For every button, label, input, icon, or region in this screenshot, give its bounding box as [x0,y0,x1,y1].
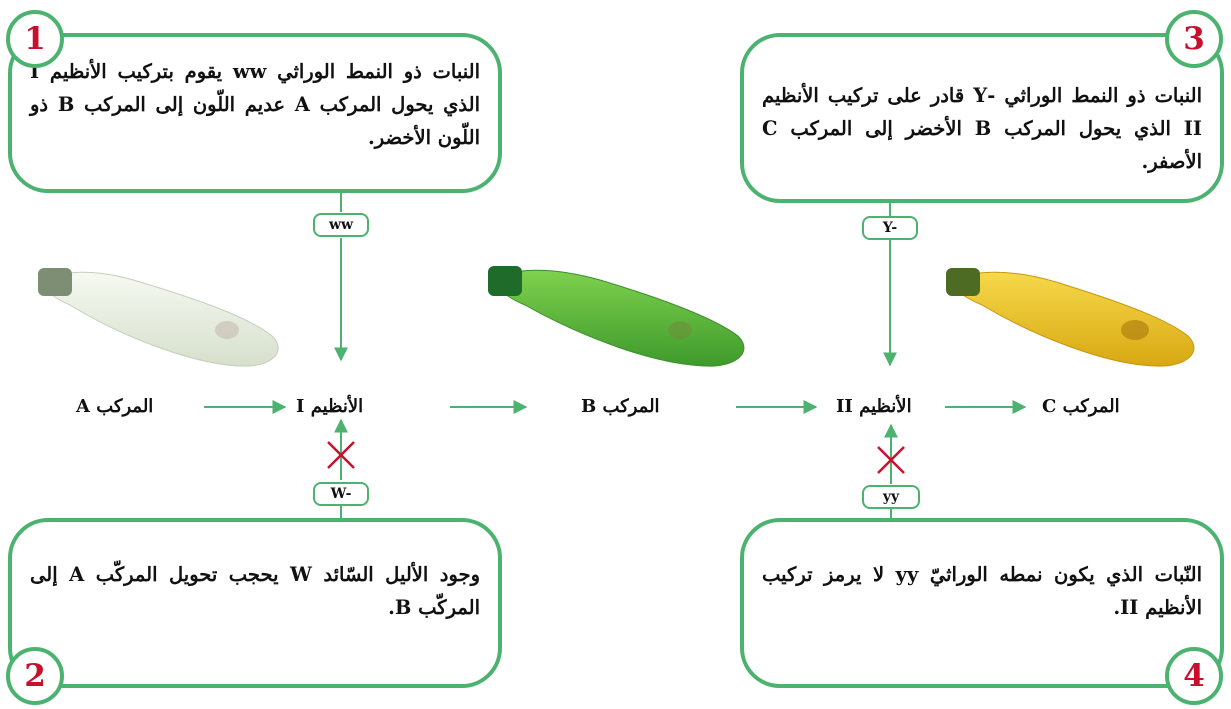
compound-A-label: المركب A [76,396,154,417]
block-cross-icon [327,441,355,469]
step-number-4: 4 [1165,647,1223,705]
info-box-2: وجود الأليل السّائد W يحجب تحويل المركّب… [8,518,502,688]
info-box-4: النّبات الذي يكون نمطه الوراثيّ yy لا ير… [740,518,1224,688]
compound-B-label: المركب B [581,396,660,417]
genotype-tag-ww: ww [313,213,369,237]
info-box-3-text: النبات ذو النمط الوراثي -Y قادر على تركي… [762,84,1202,173]
info-box-2-text: وجود الأليل السّائد W يحجب تحويل المركّب… [30,563,481,619]
step-number-1: 1 [6,10,64,68]
genotype-tag-Y: Y- [862,216,918,240]
compound-C-label: المركب C [1042,396,1120,417]
step-number-3: 3 [1165,10,1223,68]
enzyme-1-label: الأنظيم I [296,396,364,417]
zucchini-white-image [38,268,279,367]
enzyme-2-label: الأنظيم II [836,396,912,417]
genotype-tag-yy: yy [862,485,920,509]
genotype-tag-W: W- [313,482,369,506]
info-box-1-text: النبات ذو النمط الوراثي ww يقوم بتركيب ا… [30,60,480,149]
zucchini-yellow-image [946,268,1195,367]
info-box-4-text: النّبات الذي يكون نمطه الوراثيّ yy لا ير… [762,563,1202,619]
info-box-3: النبات ذو النمط الوراثي -Y قادر على تركي… [740,33,1224,203]
zucchini-green-image [488,266,745,367]
info-box-1: النبات ذو النمط الوراثي ww يقوم بتركيب ا… [8,33,502,193]
step-number-2: 2 [6,647,64,705]
block-cross-icon [877,446,905,474]
